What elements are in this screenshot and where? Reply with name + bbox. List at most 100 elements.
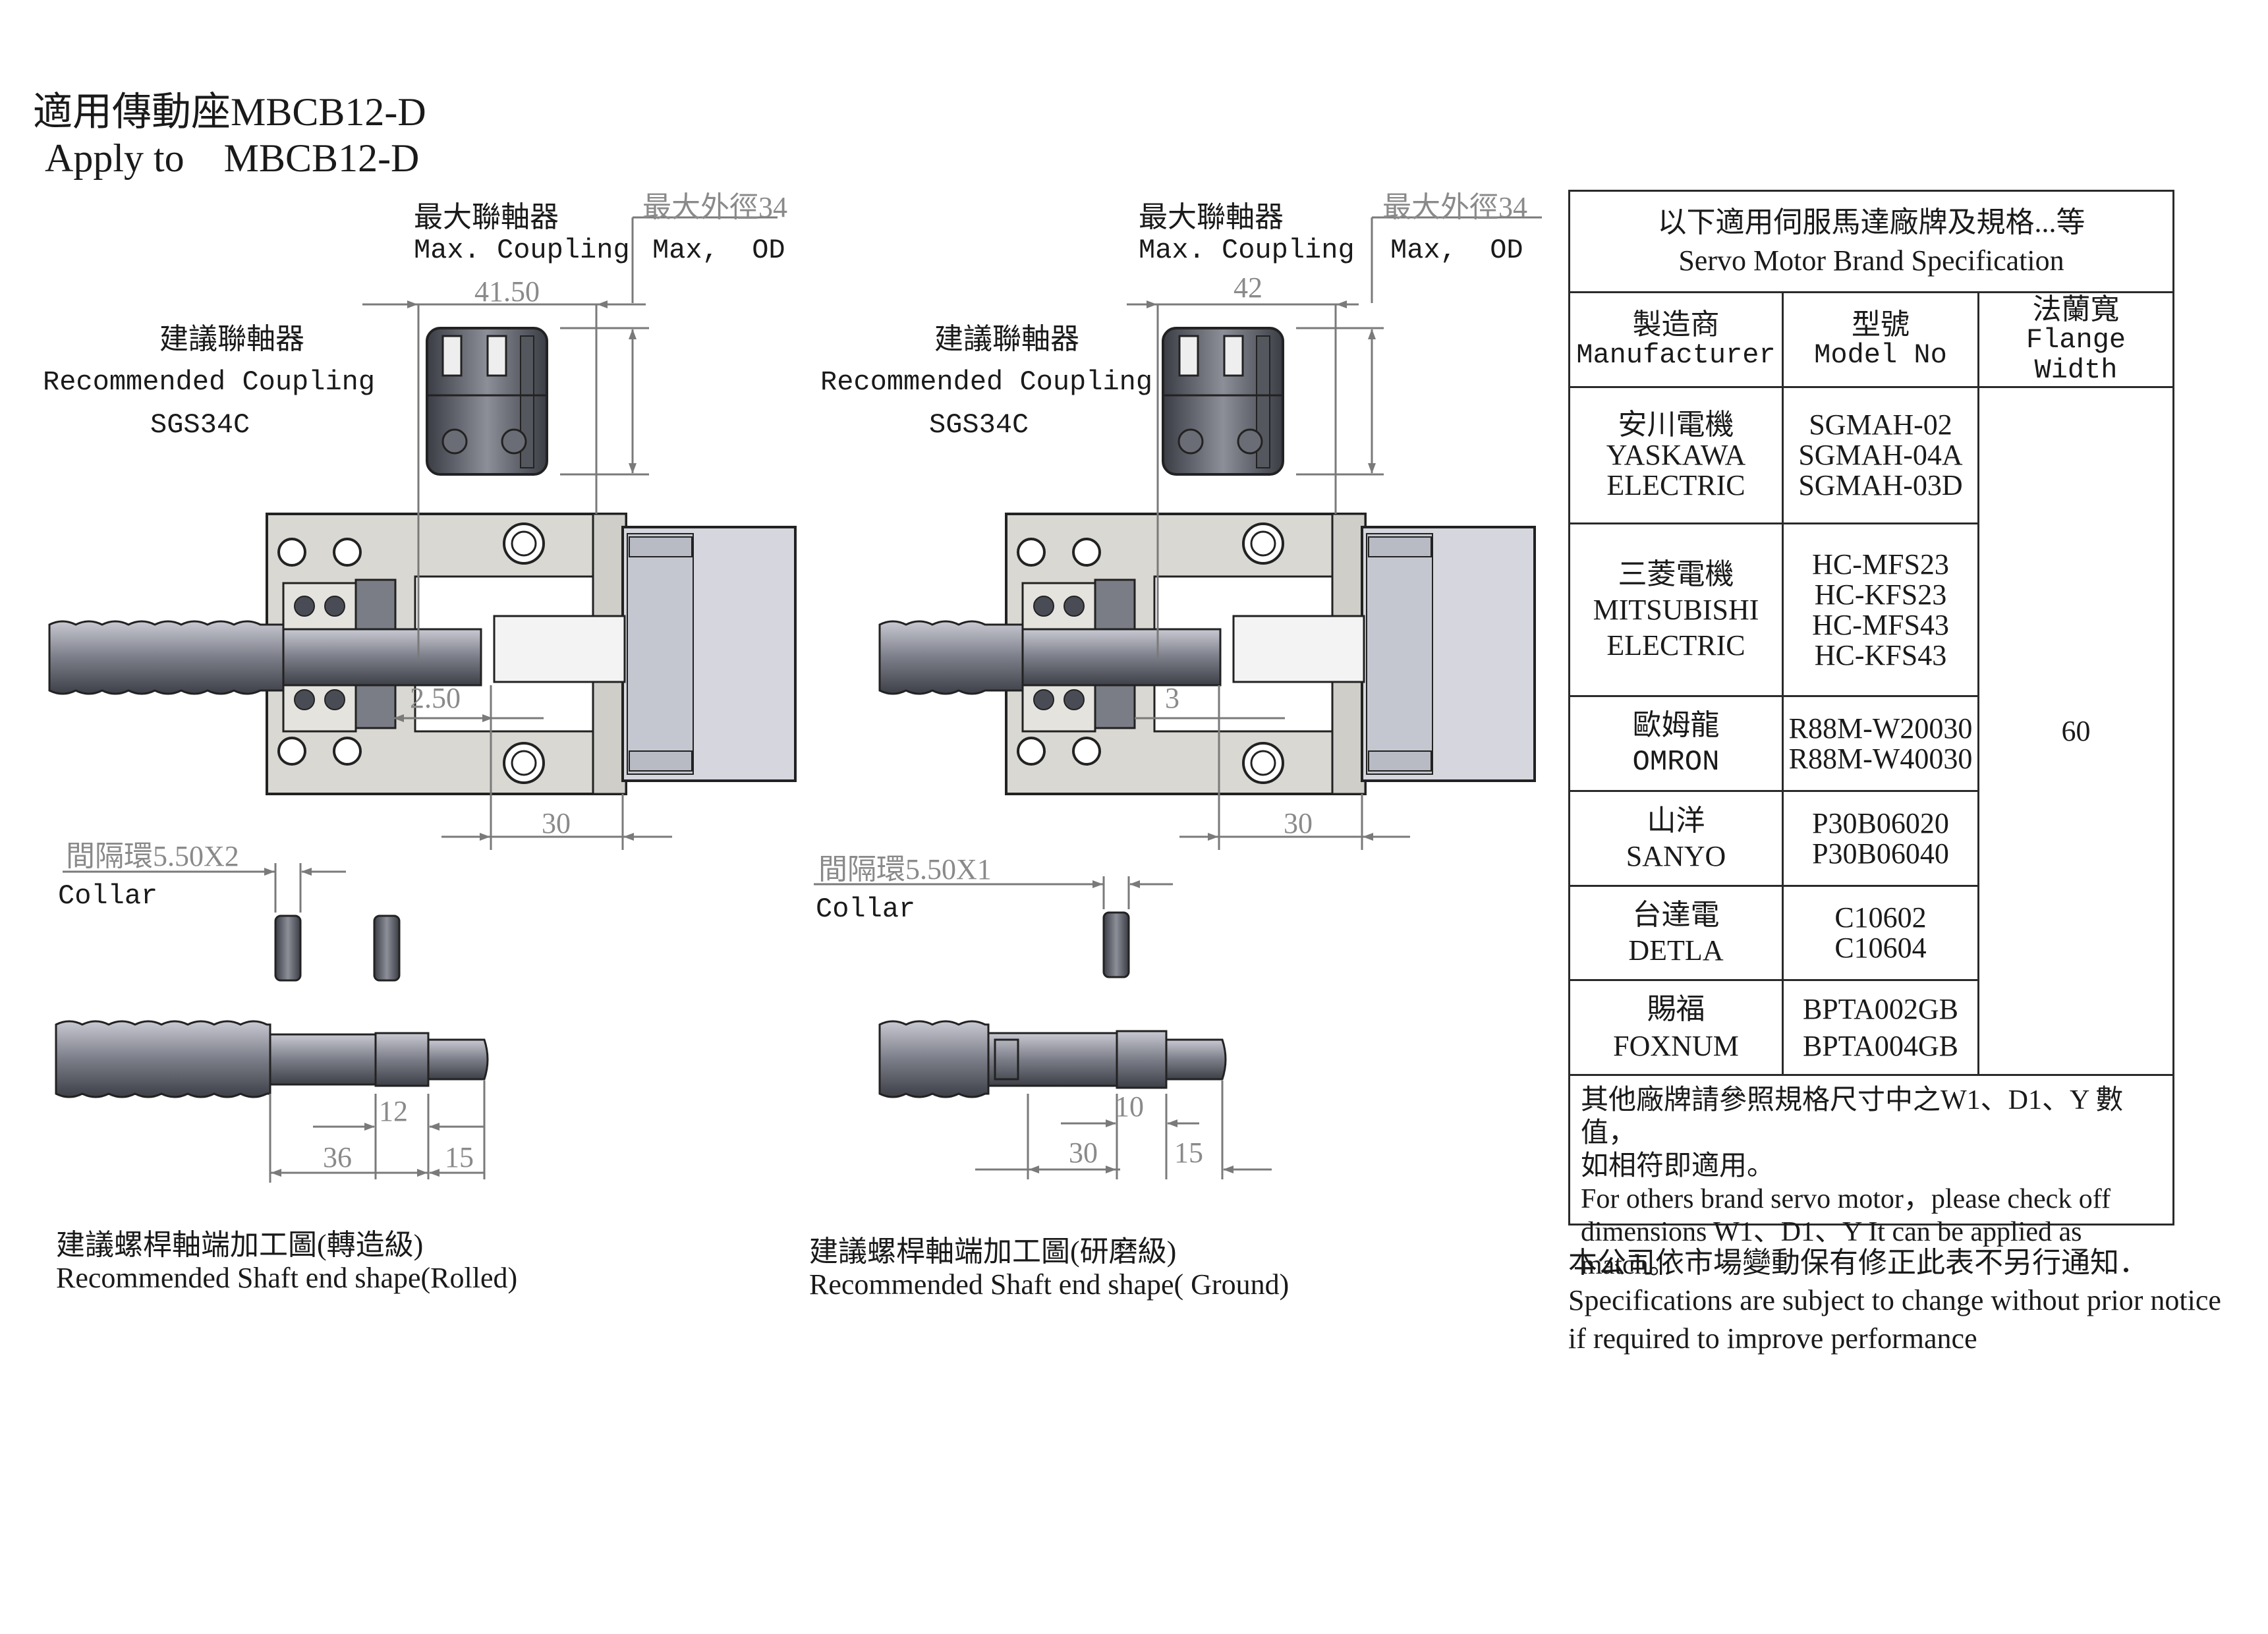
mitsubishi-zh: 三菱電機 bbox=[1618, 557, 1734, 590]
left-assembly bbox=[48, 327, 797, 1098]
sanyo-model-2: P30B06040 bbox=[1812, 837, 1949, 870]
mitsubishi-model-3: HC-MFS43 bbox=[1812, 608, 1949, 641]
right-max-od-zh: 最大外徑34 bbox=[1382, 191, 1527, 223]
table-header-en: Servo Motor Brand Specification bbox=[1678, 244, 2064, 277]
servo-spec-table: 以下適用伺服馬達廠牌及規格...等 Servo Motor Brand Spec… bbox=[1568, 190, 2174, 1280]
table-row-foxnum-models: BPTA002GB BPTA004GB bbox=[1782, 979, 1979, 1076]
table-row-yaskawa-manufacturer: 安川電機 YASKAWA ELECTRIC bbox=[1568, 386, 1784, 524]
right-shaft-end bbox=[878, 1020, 1227, 1098]
table-row-yaskawa-models: SGMAH-02 SGMAH-04A SGMAH-03D bbox=[1782, 386, 1979, 524]
foxnum-zh: 賜福 bbox=[1647, 992, 1705, 1025]
left-rec-coupling-zh: 建議聯軸器 bbox=[159, 323, 304, 355]
left-collar-zh: 間隔環5.50X2 bbox=[66, 840, 239, 872]
left-max-coupling bbox=[426, 327, 548, 476]
left-dim-gap: 2.50 bbox=[410, 682, 461, 714]
right-shaft-zh: 建議螺桿軸端加工圖(研磨級) bbox=[809, 1235, 1177, 1268]
left-dim-30: 30 bbox=[542, 807, 571, 839]
page-title-en: Apply to MBCB12-D bbox=[45, 136, 420, 180]
omron-en1: OMRON bbox=[1632, 745, 1720, 779]
right-shaft-en: Recommended Shaft end shape( Ground) bbox=[809, 1268, 1290, 1301]
left-dim-36: 36 bbox=[323, 1141, 352, 1173]
page-title-zh: 適用傳動座MBCB12-D bbox=[33, 90, 426, 134]
sanyo-model-1: P30B06020 bbox=[1812, 806, 1949, 839]
left-rec-coupling-en: Recommended Coupling bbox=[43, 366, 376, 398]
table-row-mitsubishi-manufacturer: 三菱電機 MITSUBISHI ELECTRIC bbox=[1568, 522, 1784, 697]
sanyo-zh: 山洋 bbox=[1647, 804, 1705, 837]
left-shaft-en: Recommended Shaft end shape(Rolled) bbox=[56, 1262, 518, 1294]
right-rec-coupling-zh: 建議聯軸器 bbox=[934, 323, 1079, 355]
right-max-coupling-zh: 最大聯軸器 bbox=[1139, 201, 1284, 233]
right-collar-en: Collar bbox=[816, 893, 916, 925]
yaskawa-en1: YASKAWA bbox=[1606, 439, 1746, 471]
mitsubishi-model-2: HC-KFS23 bbox=[1814, 578, 1947, 611]
left-dim-12: 12 bbox=[379, 1095, 408, 1127]
yaskawa-zh: 安川電機 bbox=[1618, 408, 1734, 441]
table-row-sanyo-manufacturer: 山洋 SANYO bbox=[1568, 790, 1784, 887]
right-dim-15: 15 bbox=[1174, 1137, 1203, 1169]
col-flange-zh: 法蘭寬 bbox=[2032, 293, 2120, 325]
left-collar-en: Collar bbox=[58, 880, 158, 912]
table-footer-note: 其他廠牌請參照規格尺寸中之W1、D1、Y 數值， 如相符即適用。 For oth… bbox=[1568, 1074, 2174, 1280]
table-row-foxnum-manufacturer: 賜福 FOXNUM bbox=[1568, 979, 1784, 1076]
foxnum-model-2: BPTA004GB bbox=[1802, 1029, 1959, 1062]
table-header-zh: 以下適用伺服馬達廠牌及規格...等 bbox=[1657, 206, 2085, 239]
yaskawa-en2: ELECTRIC bbox=[1606, 469, 1745, 501]
omron-model-1: R88M-W20030 bbox=[1788, 712, 1973, 745]
left-rec-coupling-model: SGS34C bbox=[150, 409, 250, 441]
delta-en1: DETLA bbox=[1628, 934, 1724, 967]
col-header-manufacturer: 製造商 Manufacturer bbox=[1568, 291, 1784, 388]
right-rec-coupling-model: SGS34C bbox=[929, 409, 1029, 441]
right-collar-1 bbox=[1102, 911, 1130, 978]
right-dim-30: 30 bbox=[1284, 807, 1313, 839]
right-max-coupling-en: Max. Coupling bbox=[1139, 235, 1355, 266]
delta-model-2: C10604 bbox=[1834, 932, 1927, 964]
flange-width-value: 60 bbox=[1977, 386, 2174, 1076]
col-model-zh: 型號 bbox=[1852, 308, 1910, 341]
right-dim-coupling: 42 bbox=[1233, 271, 1262, 304]
left-max-od-en: Max, OD bbox=[652, 235, 785, 266]
footer-en-2: dimensions W1、D1、Y It can be applied as … bbox=[1581, 1217, 2082, 1280]
table-row-omron-manufacturer: 歐姆龍 OMRON bbox=[1568, 695, 1784, 792]
left-collar-1 bbox=[274, 915, 302, 982]
left-shaft-end bbox=[55, 1020, 489, 1098]
footer-en-1: For others brand servo motor，please chec… bbox=[1581, 1184, 2111, 1214]
notice-en-2: if required to improve performance bbox=[1568, 1322, 1977, 1355]
foxnum-en1: FOXNUM bbox=[1613, 1029, 1739, 1062]
table-row-delta-models: C10602 C10604 bbox=[1782, 885, 1979, 981]
yaskawa-model-3: SGMAH-03D bbox=[1798, 469, 1963, 501]
mitsubishi-model-1: HC-MFS23 bbox=[1812, 548, 1949, 580]
notice-en-1: Specifications are subject to change wit… bbox=[1568, 1284, 2221, 1316]
left-dim-coupling: 41.50 bbox=[474, 275, 540, 308]
right-max-coupling bbox=[1162, 327, 1284, 476]
sanyo-en1: SANYO bbox=[1626, 839, 1726, 872]
col-header-flange: 法蘭寬 Flange Width bbox=[1977, 291, 2174, 388]
mitsubishi-en1: MITSUBISHI bbox=[1593, 593, 1759, 626]
left-max-od-zh: 最大外徑34 bbox=[642, 191, 787, 223]
delta-zh: 台達電 bbox=[1632, 899, 1720, 931]
omron-model-2: R88M-W40030 bbox=[1788, 742, 1973, 775]
col-flange-en: Flange Width bbox=[2026, 324, 2126, 386]
col-header-model: 型號 Model No bbox=[1782, 291, 1979, 388]
col-manufacturer-en: Manufacturer bbox=[1576, 339, 1776, 371]
foxnum-model-1: BPTA002GB bbox=[1802, 992, 1959, 1025]
left-dimensions bbox=[63, 216, 778, 1183]
right-rec-coupling-en: Recommended Coupling bbox=[820, 366, 1153, 398]
right-dim-gap: 3 bbox=[1165, 682, 1179, 714]
col-model-en: Model No bbox=[1814, 339, 1947, 371]
footer-zh-1: 其他廠牌請參照規格尺寸中之W1、D1、Y 數值， bbox=[1581, 1085, 2124, 1148]
right-dim-10: 10 bbox=[1115, 1090, 1144, 1123]
right-assembly bbox=[878, 327, 1536, 1098]
table-row-mitsubishi-models: HC-MFS23 HC-KFS23 HC-MFS43 HC-KFS43 bbox=[1782, 522, 1979, 697]
mitsubishi-en2: ELECTRIC bbox=[1606, 629, 1745, 662]
right-collar-zh: 間隔環5.50X1 bbox=[818, 853, 992, 886]
table-header: 以下適用伺服馬達廠牌及規格...等 Servo Motor Brand Spec… bbox=[1568, 190, 2174, 293]
right-dim-30b: 30 bbox=[1069, 1137, 1098, 1169]
omron-zh: 歐姆龍 bbox=[1632, 708, 1720, 741]
delta-model-1: C10602 bbox=[1834, 901, 1927, 934]
table-row-delta-manufacturer: 台達電 DETLA bbox=[1568, 885, 1784, 981]
table-row-omron-models: R88M-W20030 R88M-W40030 bbox=[1782, 695, 1979, 792]
left-max-coupling-zh: 最大聯軸器 bbox=[414, 201, 559, 233]
yaskawa-model-1: SGMAH-02 bbox=[1809, 408, 1952, 441]
notice-zh: 本公司依市場變動保有修正此表不另行通知． bbox=[1568, 1247, 2148, 1279]
